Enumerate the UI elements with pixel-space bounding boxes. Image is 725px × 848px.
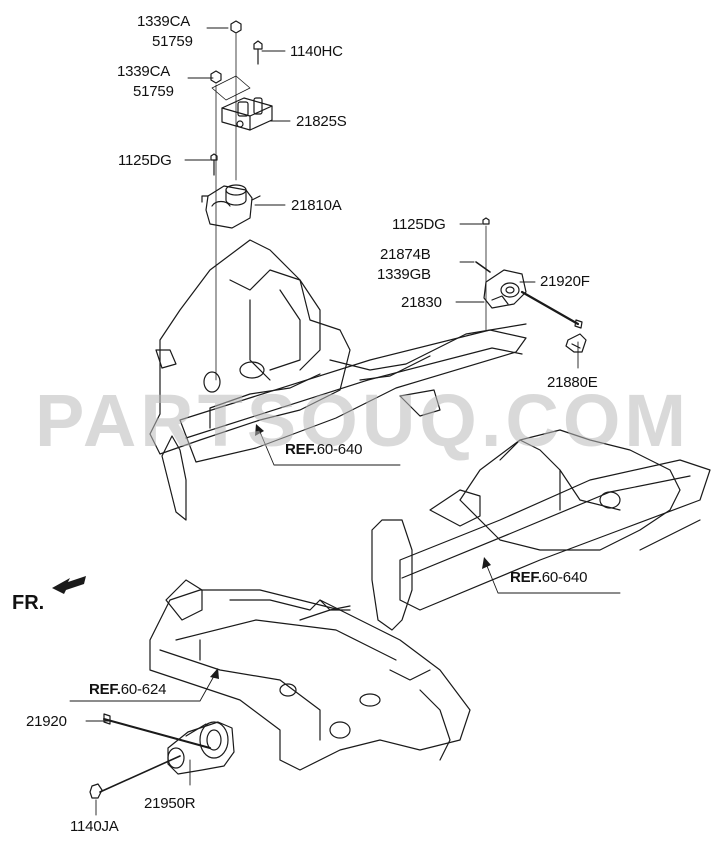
ref-code: 60-624 xyxy=(120,681,167,698)
right-mount-assembly xyxy=(475,217,587,353)
front-arrow xyxy=(52,576,86,594)
ref-code: 60-640 xyxy=(316,441,363,458)
label-21920f[interactable]: 21920F xyxy=(540,273,590,290)
label-1339gb[interactable]: 1339GB xyxy=(377,266,431,283)
label-21874b[interactable]: 21874B xyxy=(380,246,431,263)
label-51759-mid[interactable]: 51759 xyxy=(133,83,174,100)
label-1339ca-top[interactable]: 1339CA xyxy=(137,13,191,30)
subframe-crossmember xyxy=(149,579,471,771)
rear-mount-assembly xyxy=(89,713,235,799)
label-1339ca-mid[interactable]: 1339CA xyxy=(117,63,171,80)
ref-arrowheads xyxy=(210,424,491,679)
label-51759-top[interactable]: 51759 xyxy=(152,33,193,50)
label-21880e[interactable]: 21880E xyxy=(547,374,598,391)
label-21810a[interactable]: 21810A xyxy=(291,197,342,214)
label-21830[interactable]: 21830 xyxy=(401,294,442,311)
left-frame-rail xyxy=(149,239,527,521)
ref-prefix: REF. xyxy=(510,569,542,586)
label-1125dg-right[interactable]: 1125DG xyxy=(392,216,446,233)
label-1125dg-left[interactable]: 1125DG xyxy=(118,152,172,169)
label-1140ja[interactable]: 1140JA xyxy=(70,818,119,835)
ref-prefix: REF. xyxy=(285,441,317,458)
ref-callout-subframe[interactable]: REF.60-624 xyxy=(89,681,166,698)
upper-mount-assembly xyxy=(201,20,273,381)
ref-callout-upper[interactable]: REF.60-640 xyxy=(285,441,362,458)
ref-prefix: REF. xyxy=(89,681,121,698)
label-21825s[interactable]: 21825S xyxy=(296,113,347,130)
label-1140hc[interactable]: 1140HC xyxy=(290,43,343,60)
right-frame-rail xyxy=(371,429,711,631)
front-indicator: FR. xyxy=(12,592,45,614)
label-21920[interactable]: 21920 xyxy=(26,713,67,730)
ref-callout-lower[interactable]: REF.60-640 xyxy=(510,569,587,586)
ref-code: 60-640 xyxy=(541,569,588,586)
label-21950r[interactable]: 21950R xyxy=(144,795,196,812)
